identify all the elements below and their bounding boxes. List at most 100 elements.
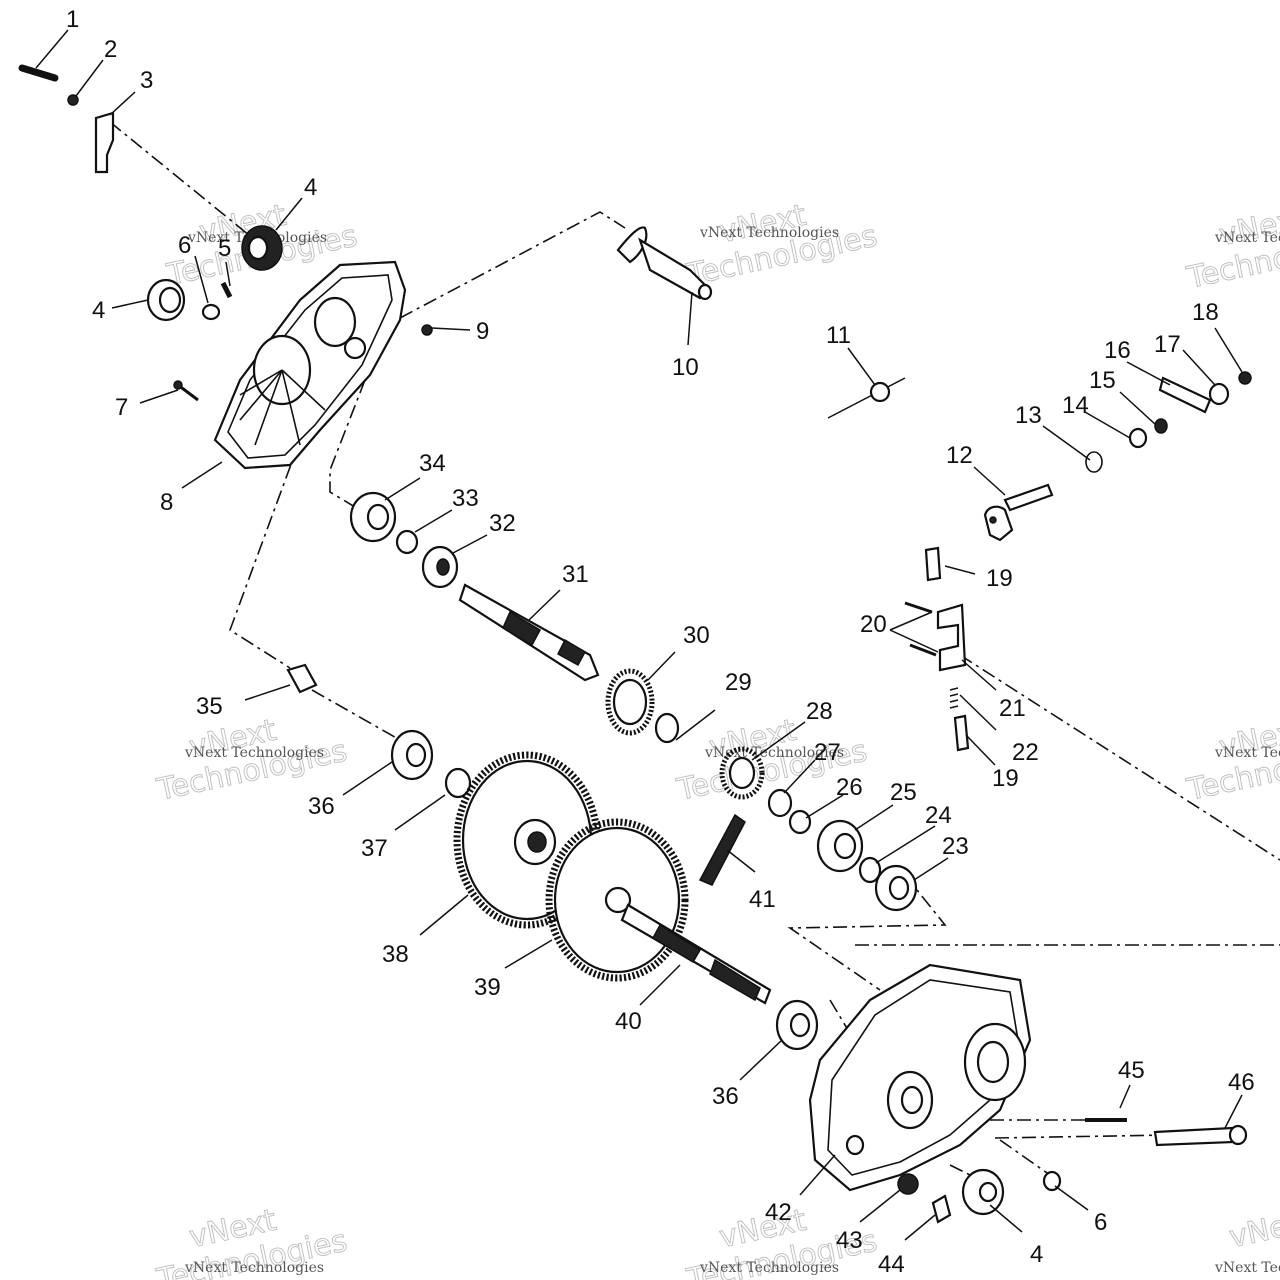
assembly-line <box>994 1134 1171 1139</box>
part-36-bearing-left <box>390 729 434 781</box>
part-9-nut <box>421 324 433 336</box>
part-20-screw <box>904 601 933 614</box>
part-3-plate <box>94 111 115 174</box>
watermark-text: vNext Technologies <box>699 1260 839 1276</box>
part-2-washer <box>67 94 79 106</box>
callout-35: 35 <box>196 693 223 720</box>
part-27-ring <box>767 788 793 818</box>
callout-24: 24 <box>925 802 952 829</box>
callout-45: 45 <box>1118 1057 1145 1084</box>
part-10-shift-fork <box>616 226 713 301</box>
leader-lines <box>35 29 1243 1241</box>
callout-18: 18 <box>1192 299 1219 326</box>
part-19-pin-top <box>924 546 942 582</box>
callout-19: 19 <box>986 565 1013 592</box>
part-25-hub <box>816 819 864 873</box>
callout-36: 36 <box>712 1083 739 1110</box>
part-32-needle-bearing <box>421 545 459 589</box>
callout-5: 5 <box>218 235 231 262</box>
assembly-line <box>999 1139 1051 1176</box>
part-22-spring <box>949 687 959 709</box>
callout-12: 12 <box>946 442 973 469</box>
callout-37: 37 <box>361 835 388 862</box>
assembly-line <box>229 439 301 669</box>
callout-7: 7 <box>115 394 128 421</box>
callout-20: 20 <box>860 611 887 638</box>
callout-4: 4 <box>304 174 317 201</box>
part-41-chain <box>698 813 746 886</box>
callout-16: 16 <box>1104 337 1131 364</box>
part-4-seal-top <box>241 225 283 271</box>
watermark-6: vNext Technologies <box>1183 712 1280 808</box>
callout-46: 46 <box>1228 1069 1255 1096</box>
part-29-ring <box>654 712 680 744</box>
part-6-bushing <box>201 303 221 321</box>
part-30-gear <box>605 668 655 736</box>
callout-8: 8 <box>160 489 173 516</box>
part-42-gearcase <box>808 963 1032 1192</box>
callout-10: 10 <box>672 354 699 381</box>
part-4-seal-left <box>146 278 186 322</box>
part-28-sprocket <box>719 746 765 800</box>
watermark-text: vNext Technologies <box>184 745 324 761</box>
callout-13: 13 <box>1015 402 1042 429</box>
part-24-washer <box>858 856 882 884</box>
watermark-9: vNext <box>1226 1202 1280 1256</box>
part-4-seal-bottom <box>961 1168 1005 1216</box>
assembly-line <box>787 874 947 991</box>
callout-41: 41 <box>749 886 776 913</box>
part-13-clip <box>1085 451 1103 473</box>
part-23-bearing <box>874 864 918 912</box>
part-37-washer <box>444 767 472 799</box>
callout-25: 25 <box>890 779 917 806</box>
watermark-text: vNext Technologies <box>1214 230 1280 246</box>
callout-29: 29 <box>725 669 752 696</box>
callout-4: 4 <box>92 297 105 324</box>
callout-43: 43 <box>836 1227 863 1254</box>
part-7-screw <box>173 380 199 402</box>
callout-23: 23 <box>942 833 969 860</box>
callout-38: 38 <box>382 941 409 968</box>
part-36-bearing-right <box>775 999 819 1051</box>
watermark-text: vNext Technologies <box>1214 745 1280 761</box>
callout-4: 4 <box>1030 1241 1043 1268</box>
part-26-washer <box>788 809 812 835</box>
assembly-line <box>399 211 626 319</box>
assembly-line <box>109 121 256 241</box>
callout-3: 3 <box>140 67 153 94</box>
assembly-line <box>959 654 1280 861</box>
callout-17: 17 <box>1154 331 1181 358</box>
callout-40: 40 <box>615 1008 642 1035</box>
part-18-nut <box>1238 371 1252 385</box>
callout-44: 44 <box>878 1251 905 1278</box>
part-6-nut-bottom <box>1042 1170 1062 1192</box>
part-31-shaft <box>458 583 600 682</box>
callout-34: 34 <box>419 450 446 477</box>
watermark-brand: vNext <box>1226 1203 1280 1256</box>
part-43-seal <box>897 1173 919 1195</box>
callout-14: 14 <box>1062 392 1089 419</box>
callout-19: 19 <box>992 765 1019 792</box>
callout-31: 31 <box>562 561 589 588</box>
parts <box>18 64 1252 1224</box>
part-40-output-shaft <box>604 886 772 1005</box>
part-34-bearing <box>349 491 397 543</box>
part-12-shift-shaft <box>983 483 1054 542</box>
part-44-plug <box>931 1194 952 1224</box>
part-33-washer <box>395 529 419 555</box>
callout-6: 6 <box>1094 1209 1107 1236</box>
callouts: 1 2 3 4 5 6 4 7 8 9 10 11 12 13 14 15 16… <box>66 6 1255 1278</box>
callout-11: 11 <box>826 322 851 349</box>
callout-1: 1 <box>66 6 79 33</box>
part-5-pin <box>220 281 233 299</box>
callout-2: 2 <box>104 36 117 63</box>
callout-26: 26 <box>836 774 863 801</box>
callout-33: 33 <box>452 485 479 512</box>
callout-32: 32 <box>489 510 516 537</box>
callout-22: 22 <box>1012 739 1039 766</box>
part-46-breather <box>1153 1124 1248 1147</box>
part-8-cover <box>213 260 407 470</box>
watermark-text: vNext Technologies <box>1214 1260 1280 1276</box>
assembly-line <box>329 379 366 511</box>
